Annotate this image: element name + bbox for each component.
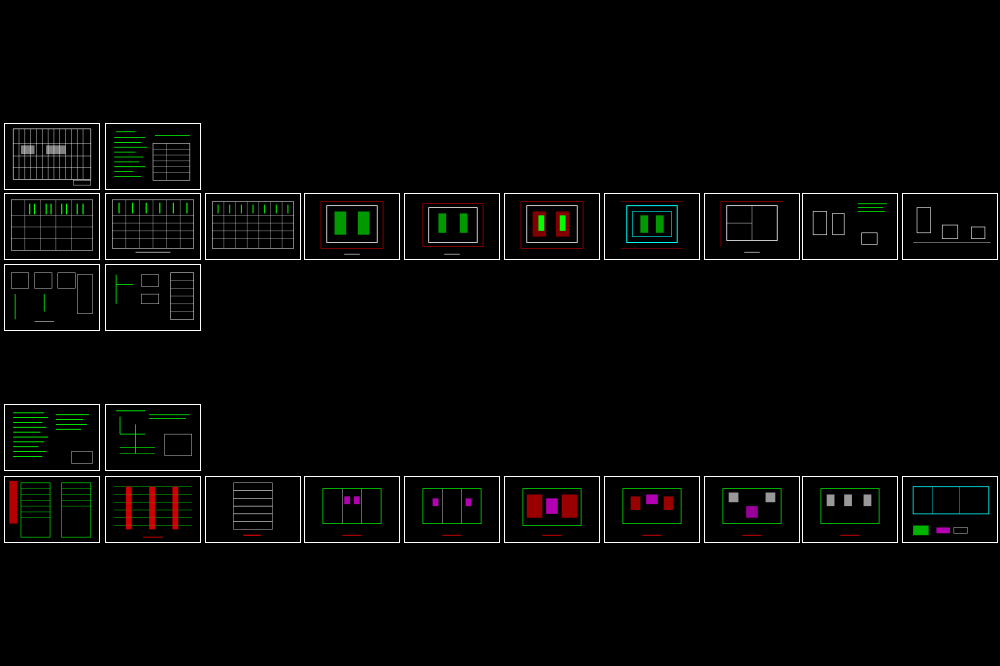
sheet-drawing <box>114 486 192 538</box>
sheet-drawing <box>112 199 194 253</box>
sheet-drawing <box>812 203 887 245</box>
sheet-drawing <box>622 488 682 536</box>
sheet-a2-notes[interactable] <box>105 123 201 190</box>
sheet-drawing <box>9 480 92 538</box>
sheet-drawing <box>720 201 784 253</box>
sheet-drawing <box>912 486 990 536</box>
sheet-drawing <box>116 410 192 456</box>
sheet-drawing <box>233 482 273 536</box>
sheet-a3-table-green[interactable] <box>4 193 100 260</box>
sheet-a7-plan-green[interactable] <box>404 193 500 260</box>
sheet-a4-table-green[interactable] <box>105 193 201 260</box>
sheet-drawing <box>11 272 93 322</box>
sheet-b3-riser-green[interactable] <box>4 476 100 543</box>
sheet-a10-plan-plain[interactable] <box>704 193 800 260</box>
sheet-drawing <box>522 488 582 536</box>
sheet-b10-floor-plan[interactable] <box>704 476 800 543</box>
sheet-b5-riser-white[interactable] <box>205 476 301 543</box>
sheet-a11-detail[interactable] <box>802 193 898 260</box>
sheet-drawing <box>13 412 93 464</box>
sheet-a9-plan-cyan[interactable] <box>604 193 700 260</box>
sheet-b7-floor-plan[interactable] <box>404 476 500 543</box>
sheet-drawing <box>114 131 191 181</box>
sheet-drawing <box>422 488 482 536</box>
sheet-b4-riser-red[interactable] <box>105 476 201 543</box>
sheet-drawing <box>12 128 92 186</box>
sheet-a14-schematic-table[interactable] <box>105 264 201 331</box>
sheet-drawing <box>913 207 991 243</box>
sheet-b6-floor-plan[interactable] <box>304 476 400 543</box>
sheet-a8-plan-green[interactable] <box>504 193 600 260</box>
sheet-drawing <box>11 199 93 251</box>
sheet-b8-floor-plan-red[interactable] <box>504 476 600 543</box>
sheet-drawing <box>820 488 880 536</box>
sheet-b2-diagram[interactable] <box>105 404 201 471</box>
sheet-a5-table-plain[interactable] <box>205 193 301 260</box>
sheet-drawing <box>520 201 584 249</box>
sheet-drawing <box>322 488 382 536</box>
sheet-drawing <box>212 201 294 249</box>
sheet-a13-schematic[interactable] <box>4 264 100 331</box>
sheet-b9-floor-plan[interactable] <box>604 476 700 543</box>
sheet-drawing <box>620 201 684 249</box>
sheet-drawing <box>320 201 384 255</box>
sheet-b12-roof-plan[interactable] <box>902 476 998 543</box>
sheet-b11-floor-plan[interactable] <box>802 476 898 543</box>
sheet-a6-plan-green[interactable] <box>304 193 400 260</box>
sheet-b1-notes-green[interactable] <box>4 404 100 471</box>
sheet-drawing <box>422 203 484 255</box>
sheet-drawing <box>722 488 782 536</box>
sheet-drawing <box>115 272 194 320</box>
sheet-a12-detail[interactable] <box>902 193 998 260</box>
sheet-a1-table[interactable] <box>4 123 100 190</box>
